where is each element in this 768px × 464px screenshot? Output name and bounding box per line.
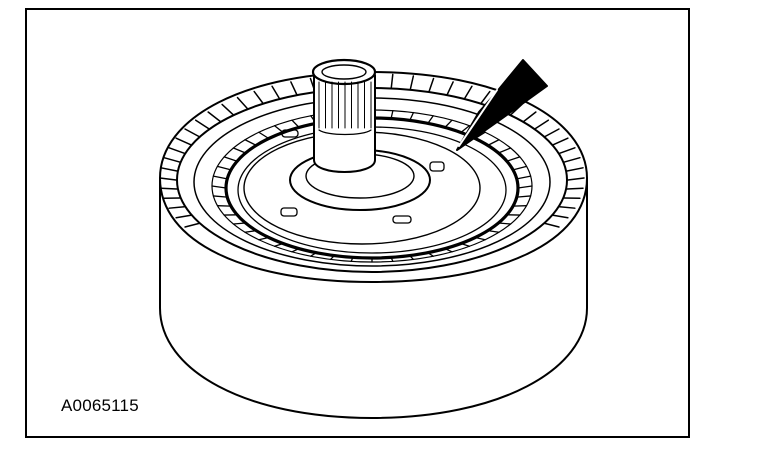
outer-tooth: [390, 73, 394, 90]
outer-tooth: [552, 214, 569, 219]
clutch-tooth: [516, 175, 532, 180]
outer-tooth: [558, 147, 576, 155]
clutch-tooth: [487, 139, 500, 147]
clutch-tooth: [232, 147, 247, 154]
clutch-tooth: [517, 185, 533, 189]
outer-tooth: [544, 128, 560, 138]
pointer-arrow: [456, 59, 548, 151]
outer-tooth: [160, 167, 178, 172]
outer-tooth: [168, 147, 186, 155]
clutch-tooth: [212, 175, 228, 180]
outer-tooth: [534, 119, 550, 130]
outer-tooth: [163, 156, 181, 163]
outer-tooth: [290, 81, 298, 96]
clutch-tooth: [474, 131, 486, 140]
clutch-tooth: [216, 165, 232, 171]
outer-tooth: [480, 90, 491, 105]
outer-tooth: [558, 205, 576, 209]
outer-tooth: [236, 96, 249, 110]
outer-tooth: [566, 167, 584, 172]
outer-tooth: [175, 137, 192, 146]
outer-tooth: [207, 111, 222, 123]
outer-tooth: [175, 214, 192, 219]
outer-tooth: [253, 90, 264, 105]
outer-tooth: [428, 77, 435, 93]
outer-tooth: [194, 119, 210, 130]
outer-tooth: [446, 81, 454, 96]
outer-tooth: [552, 137, 569, 146]
outer-tooth: [160, 187, 178, 190]
clutch-tooth: [244, 139, 257, 147]
figure-id-label: A0065115: [61, 396, 139, 415]
outer-tooth: [271, 85, 281, 100]
clutch-drum-illustration: [159, 58, 588, 419]
clutch-tooth: [506, 156, 521, 162]
clutch-tooth: [512, 165, 528, 171]
outer-tooth: [184, 128, 200, 138]
clutch-tooth: [212, 195, 228, 198]
input-shaft: [311, 58, 377, 173]
outer-tooth: [184, 222, 200, 228]
clutch-tooth: [211, 185, 227, 189]
outer-tooth: [522, 111, 537, 123]
clutch-tooth: [223, 156, 238, 162]
outer-tooth: [566, 187, 584, 190]
outer-tooth: [463, 85, 473, 100]
illustration-frame: A0065115: [25, 8, 690, 438]
outer-tooth: [159, 177, 177, 181]
outer-tooth: [567, 177, 585, 181]
outer-spline-teeth: [159, 73, 585, 228]
drum-shell: [159, 71, 588, 419]
outer-tooth: [221, 103, 235, 116]
outer-tooth: [563, 156, 581, 163]
clutch-tooth: [497, 147, 512, 154]
clutch-tooth: [258, 131, 270, 140]
outer-tooth: [168, 205, 186, 209]
outer-tooth: [544, 222, 560, 228]
clutch-tooth: [516, 195, 532, 198]
outer-tooth: [409, 75, 415, 91]
